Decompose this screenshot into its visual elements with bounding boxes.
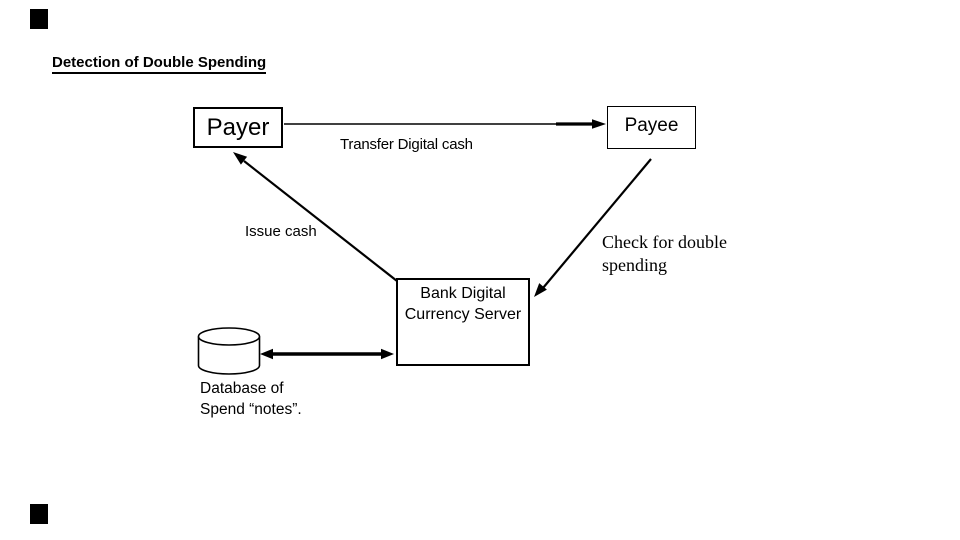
node-payee: Payee xyxy=(607,106,696,149)
corner-mark-bottom-left xyxy=(30,504,48,524)
check-label-line2: spending xyxy=(602,255,667,275)
issue-cash-label: Issue cash xyxy=(245,223,317,240)
database-label: Database of Spend “notes”. xyxy=(200,378,302,420)
corner-mark-top-left xyxy=(30,9,48,29)
database-label-line2: Spend “notes”. xyxy=(200,401,302,418)
check-spending-arrow xyxy=(534,158,652,297)
bank-label-line2: Currency Server xyxy=(404,306,522,323)
node-bank-server: Bank Digital Currency Server xyxy=(396,278,530,366)
node-payer: Payer xyxy=(193,107,283,148)
slide-title: Detection of Double Spending xyxy=(52,54,267,74)
payee-label: Payee xyxy=(624,114,679,136)
bank-label: Bank Digital Currency Server xyxy=(405,283,521,325)
transfer-cash-label: Transfer Digital cash xyxy=(340,136,473,153)
transfer-cash-arrow xyxy=(284,119,606,129)
bank-label-line1: Bank Digital xyxy=(420,285,506,302)
payer-label: Payer xyxy=(206,113,270,141)
database-label-line1: Database of xyxy=(200,380,284,397)
check-label-line1: Check for double xyxy=(602,232,727,252)
database-cylinder-icon xyxy=(197,327,261,375)
database-bank-arrow xyxy=(260,348,394,360)
issue-cash-arrow xyxy=(233,152,398,282)
check-double-spending-label: Check for double spending xyxy=(602,231,752,277)
